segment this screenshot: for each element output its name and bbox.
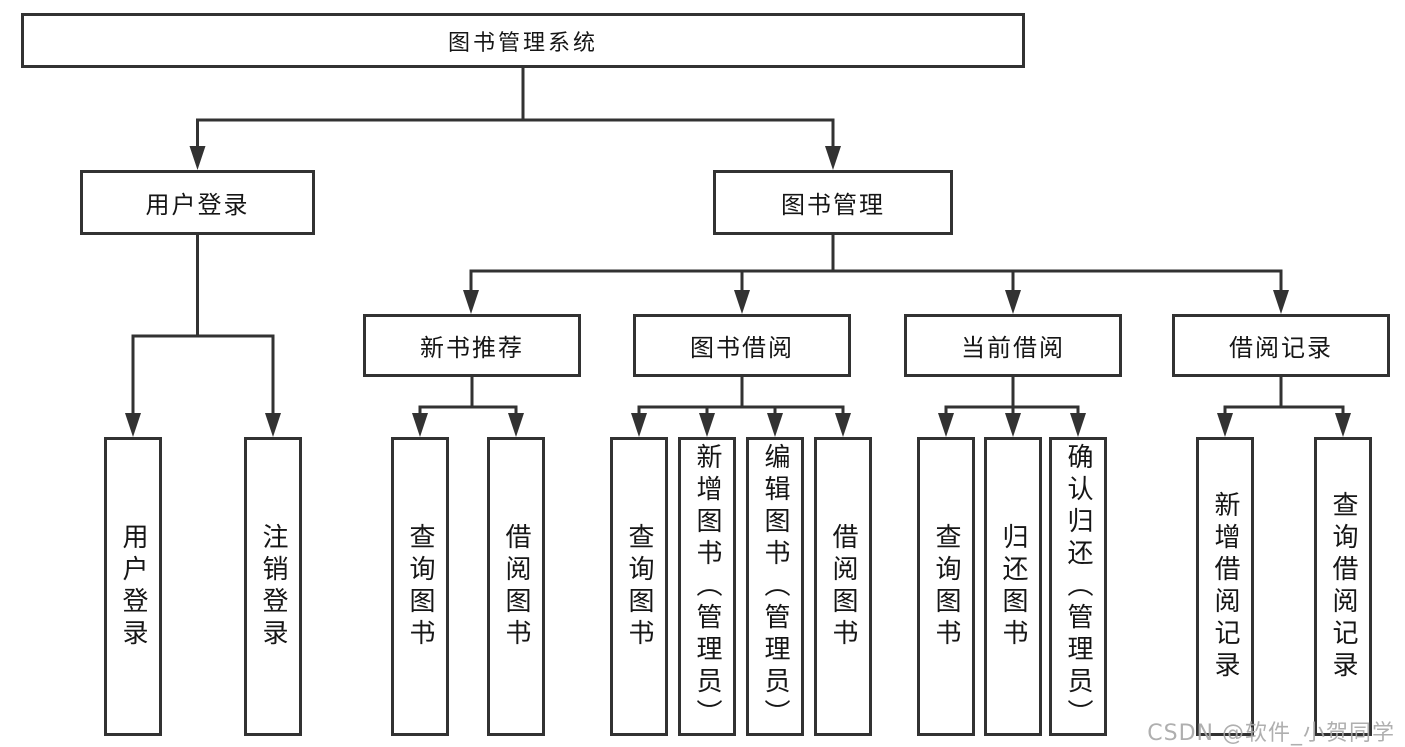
node-book-management-label: 图书管理 <box>781 191 885 219</box>
leaf-records-add-record: 新增借阅记录 <box>1196 437 1254 736</box>
node-current-borrow: 当前借阅 <box>904 314 1122 377</box>
leaf-borrow-edit-books-admin: 编辑图书（管理员） <box>746 437 804 736</box>
node-root-system: 图书管理系统 <box>21 13 1025 68</box>
leaf-borrow-query-books-label: 查询图书 <box>624 522 654 651</box>
leaf-current-return-books-label: 归还图书 <box>998 522 1028 651</box>
node-new-book-recommend-label: 新书推荐 <box>420 334 524 362</box>
node-current-borrow-label: 当前借阅 <box>961 334 1065 362</box>
leaf-current-query-books: 查询图书 <box>917 437 975 736</box>
leaf-borrow-borrow-books: 借阅图书 <box>814 437 872 736</box>
leaf-borrow-add-books-admin-label: 新增图书（管理员） <box>692 442 722 731</box>
node-book-borrow: 图书借阅 <box>633 314 851 377</box>
leaf-recommend-borrow-books: 借阅图书 <box>487 437 545 736</box>
leaf-borrow-edit-books-admin-label: 编辑图书（管理员） <box>760 442 790 731</box>
leaf-logout: 注销登录 <box>244 437 302 736</box>
leaf-current-query-books-label: 查询图书 <box>931 522 961 651</box>
leaf-recommend-borrow-books-label: 借阅图书 <box>501 522 531 651</box>
watermark: CSDN @软件_小贺同学 <box>1147 721 1395 746</box>
node-borrow-records-label: 借阅记录 <box>1229 334 1333 362</box>
leaf-recommend-query-books-label: 查询图书 <box>405 522 435 651</box>
node-book-borrow-label: 图书借阅 <box>690 334 794 362</box>
leaf-records-add-record-label: 新增借阅记录 <box>1210 490 1240 683</box>
leaf-current-confirm-return-admin: 确认归还（管理员） <box>1049 437 1107 736</box>
leaf-current-return-books: 归还图书 <box>984 437 1042 736</box>
node-new-book-recommend: 新书推荐 <box>363 314 581 377</box>
node-user-login: 用户登录 <box>80 170 315 235</box>
leaf-user-login: 用户登录 <box>104 437 162 736</box>
node-user-login-label: 用户登录 <box>145 191 250 219</box>
node-book-management: 图书管理 <box>713 170 953 235</box>
leaf-records-query-record-label: 查询借阅记录 <box>1328 490 1358 683</box>
node-root-label: 图书管理系统 <box>447 30 598 56</box>
leaf-borrow-query-books: 查询图书 <box>610 437 668 736</box>
leaf-current-confirm-return-admin-label: 确认归还（管理员） <box>1063 442 1093 731</box>
leaf-recommend-query-books: 查询图书 <box>391 437 449 736</box>
leaf-user-login-label: 用户登录 <box>118 522 148 651</box>
leaf-borrow-borrow-books-label: 借阅图书 <box>828 522 858 651</box>
leaf-records-query-record: 查询借阅记录 <box>1314 437 1372 736</box>
leaf-borrow-add-books-admin: 新增图书（管理员） <box>678 437 736 736</box>
node-borrow-records: 借阅记录 <box>1172 314 1390 377</box>
leaf-logout-label: 注销登录 <box>258 522 288 651</box>
